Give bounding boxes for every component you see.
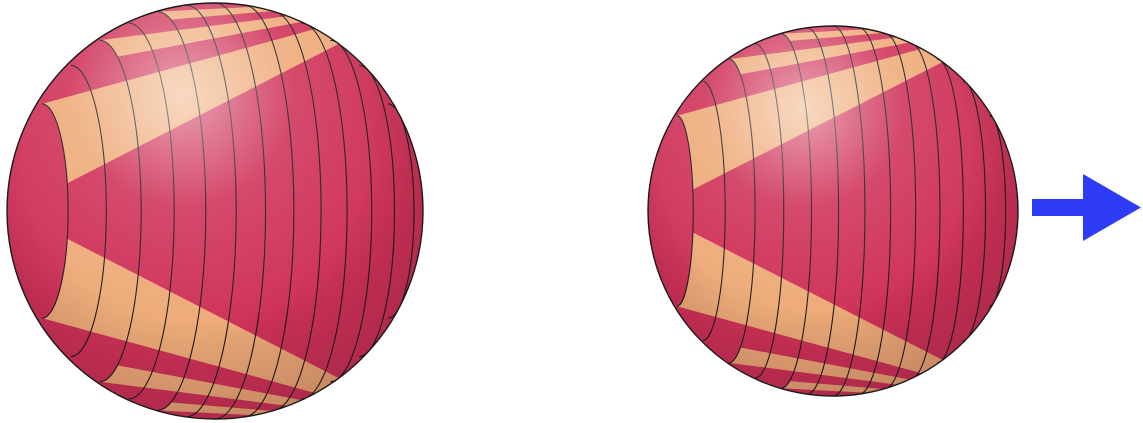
right-sphere: [648, 21, 1023, 401]
right-arrow-icon: [1032, 174, 1141, 241]
arrow-head: [1083, 174, 1141, 241]
arrow-shaft: [1032, 199, 1086, 216]
left-sphere: [7, 0, 428, 423]
